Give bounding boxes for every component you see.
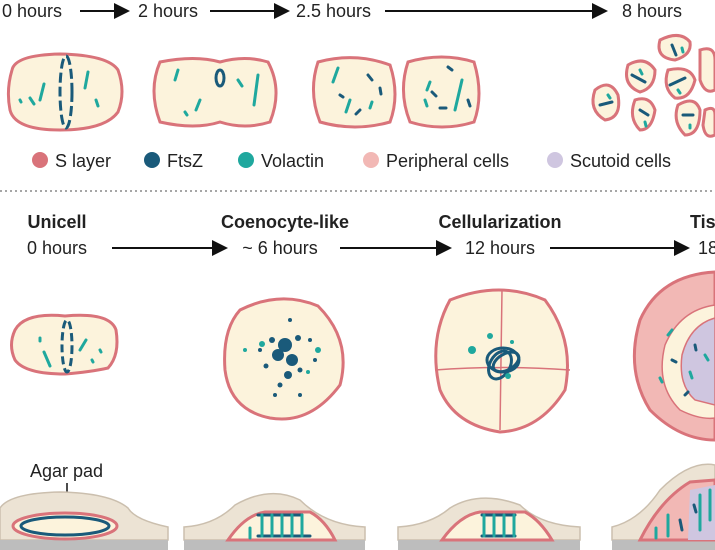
- top-time-label: 2.5 hours: [296, 1, 371, 21]
- legend-swatch-scutoid: [547, 152, 563, 168]
- side-view-cellularization: [397, 497, 581, 550]
- stage-time: ~ 6 hours: [242, 238, 318, 258]
- tissue-cell: [632, 270, 715, 442]
- legend-label: S layer: [55, 151, 111, 171]
- cell-2h: [152, 57, 278, 128]
- legend-label: FtsZ: [167, 151, 203, 171]
- side-view-coenocyte: [183, 492, 366, 550]
- side-view-tissue: [611, 463, 715, 550]
- legend: S layer FtsZ Volactin Peripheral cells S…: [32, 151, 671, 171]
- side-views: [0, 463, 715, 550]
- agar-pad-label: Agar pad: [30, 461, 103, 481]
- stage-name: Unicell: [27, 212, 86, 232]
- ftsz-ring: [58, 54, 74, 130]
- top-time-label: 0 hours: [2, 1, 62, 21]
- bottom-cells: [10, 270, 715, 442]
- unicell: [10, 313, 119, 376]
- legend-label: Peripheral cells: [386, 151, 509, 171]
- stage-name: Cellularization: [438, 212, 561, 232]
- top-timeline: 0 hours 2 hours 2.5 hours 8 hours: [2, 1, 682, 21]
- ftsz-cluster: [258, 318, 317, 397]
- legend-swatch-volactin: [238, 152, 254, 168]
- cells-8h: [591, 34, 715, 138]
- stage-name: Tissue: [690, 212, 715, 232]
- stage-time: 18 hours: [698, 238, 715, 258]
- legend-label: Volactin: [261, 151, 324, 171]
- legend-label: Scutoid cells: [570, 151, 671, 171]
- cell-2-5h-b: [402, 55, 481, 129]
- side-view-unicell: [0, 491, 169, 550]
- cell-0h: [6, 52, 124, 132]
- coenocyte-cell: [223, 297, 345, 421]
- top-time-label: 2 hours: [138, 1, 198, 21]
- ftsz-tangle: [485, 346, 521, 381]
- top-time-label: 8 hours: [622, 1, 682, 21]
- stage-time: 12 hours: [465, 238, 535, 258]
- legend-swatch-ftsz: [144, 152, 160, 168]
- cell-2-5h-a: [312, 56, 397, 129]
- bottom-timeline: Unicell 0 hours Coenocyte-like ~ 6 hours…: [27, 212, 715, 258]
- stage-name: Coenocyte-like: [221, 212, 349, 232]
- stage-time: 0 hours: [27, 238, 87, 258]
- legend-swatch-s-layer: [32, 152, 48, 168]
- top-cells: [6, 34, 715, 138]
- legend-swatch-peripheral: [363, 152, 379, 168]
